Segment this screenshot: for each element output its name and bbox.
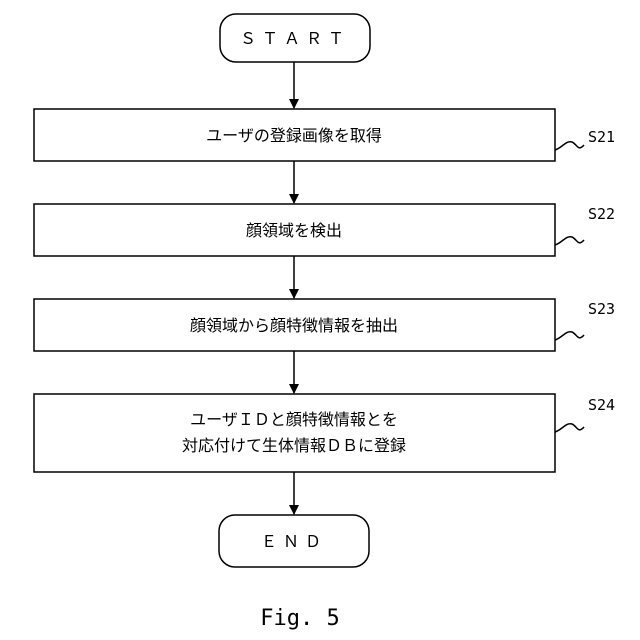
step-text-s22: 顔領域を検出 bbox=[246, 221, 342, 240]
step-id-s24: S24 bbox=[588, 396, 615, 414]
step-text-s24-line2: 対応付けて生体情報ＤＢに登録 bbox=[182, 436, 406, 455]
step-connector-s24 bbox=[555, 424, 584, 432]
figure-caption: Fig. 5 bbox=[260, 606, 339, 631]
step-box-s21: ユーザの登録画像を取得 bbox=[34, 109, 555, 161]
start-label: ＳＴＡＲＴ bbox=[240, 29, 350, 48]
step-id-s21: S21 bbox=[588, 128, 615, 146]
step-box-s23: 顔領域から顔特徴情報を抽出 bbox=[34, 299, 555, 351]
step-text-s21: ユーザの登録画像を取得 bbox=[206, 126, 382, 145]
step-box-s22: 顔領域を検出 bbox=[34, 204, 555, 256]
step-text-s23: 顔領域から顔特徴情報を抽出 bbox=[190, 316, 398, 335]
step-connector-s22 bbox=[555, 237, 584, 245]
end-terminal: ＥＮＤ bbox=[219, 515, 369, 567]
step-box-s24: ユーザＩＤと顔特徴情報とを 対応付けて生体情報ＤＢに登録 bbox=[34, 394, 555, 472]
step-connector-s21 bbox=[555, 142, 584, 150]
end-label: ＥＮＤ bbox=[261, 532, 327, 551]
start-terminal: ＳＴＡＲＴ bbox=[220, 14, 370, 62]
step-id-s23: S23 bbox=[588, 300, 615, 318]
step-id-s22: S22 bbox=[588, 205, 615, 223]
step-text-s24-line1: ユーザＩＤと顔特徴情報とを bbox=[190, 410, 398, 429]
step-connector-s23 bbox=[555, 332, 584, 340]
